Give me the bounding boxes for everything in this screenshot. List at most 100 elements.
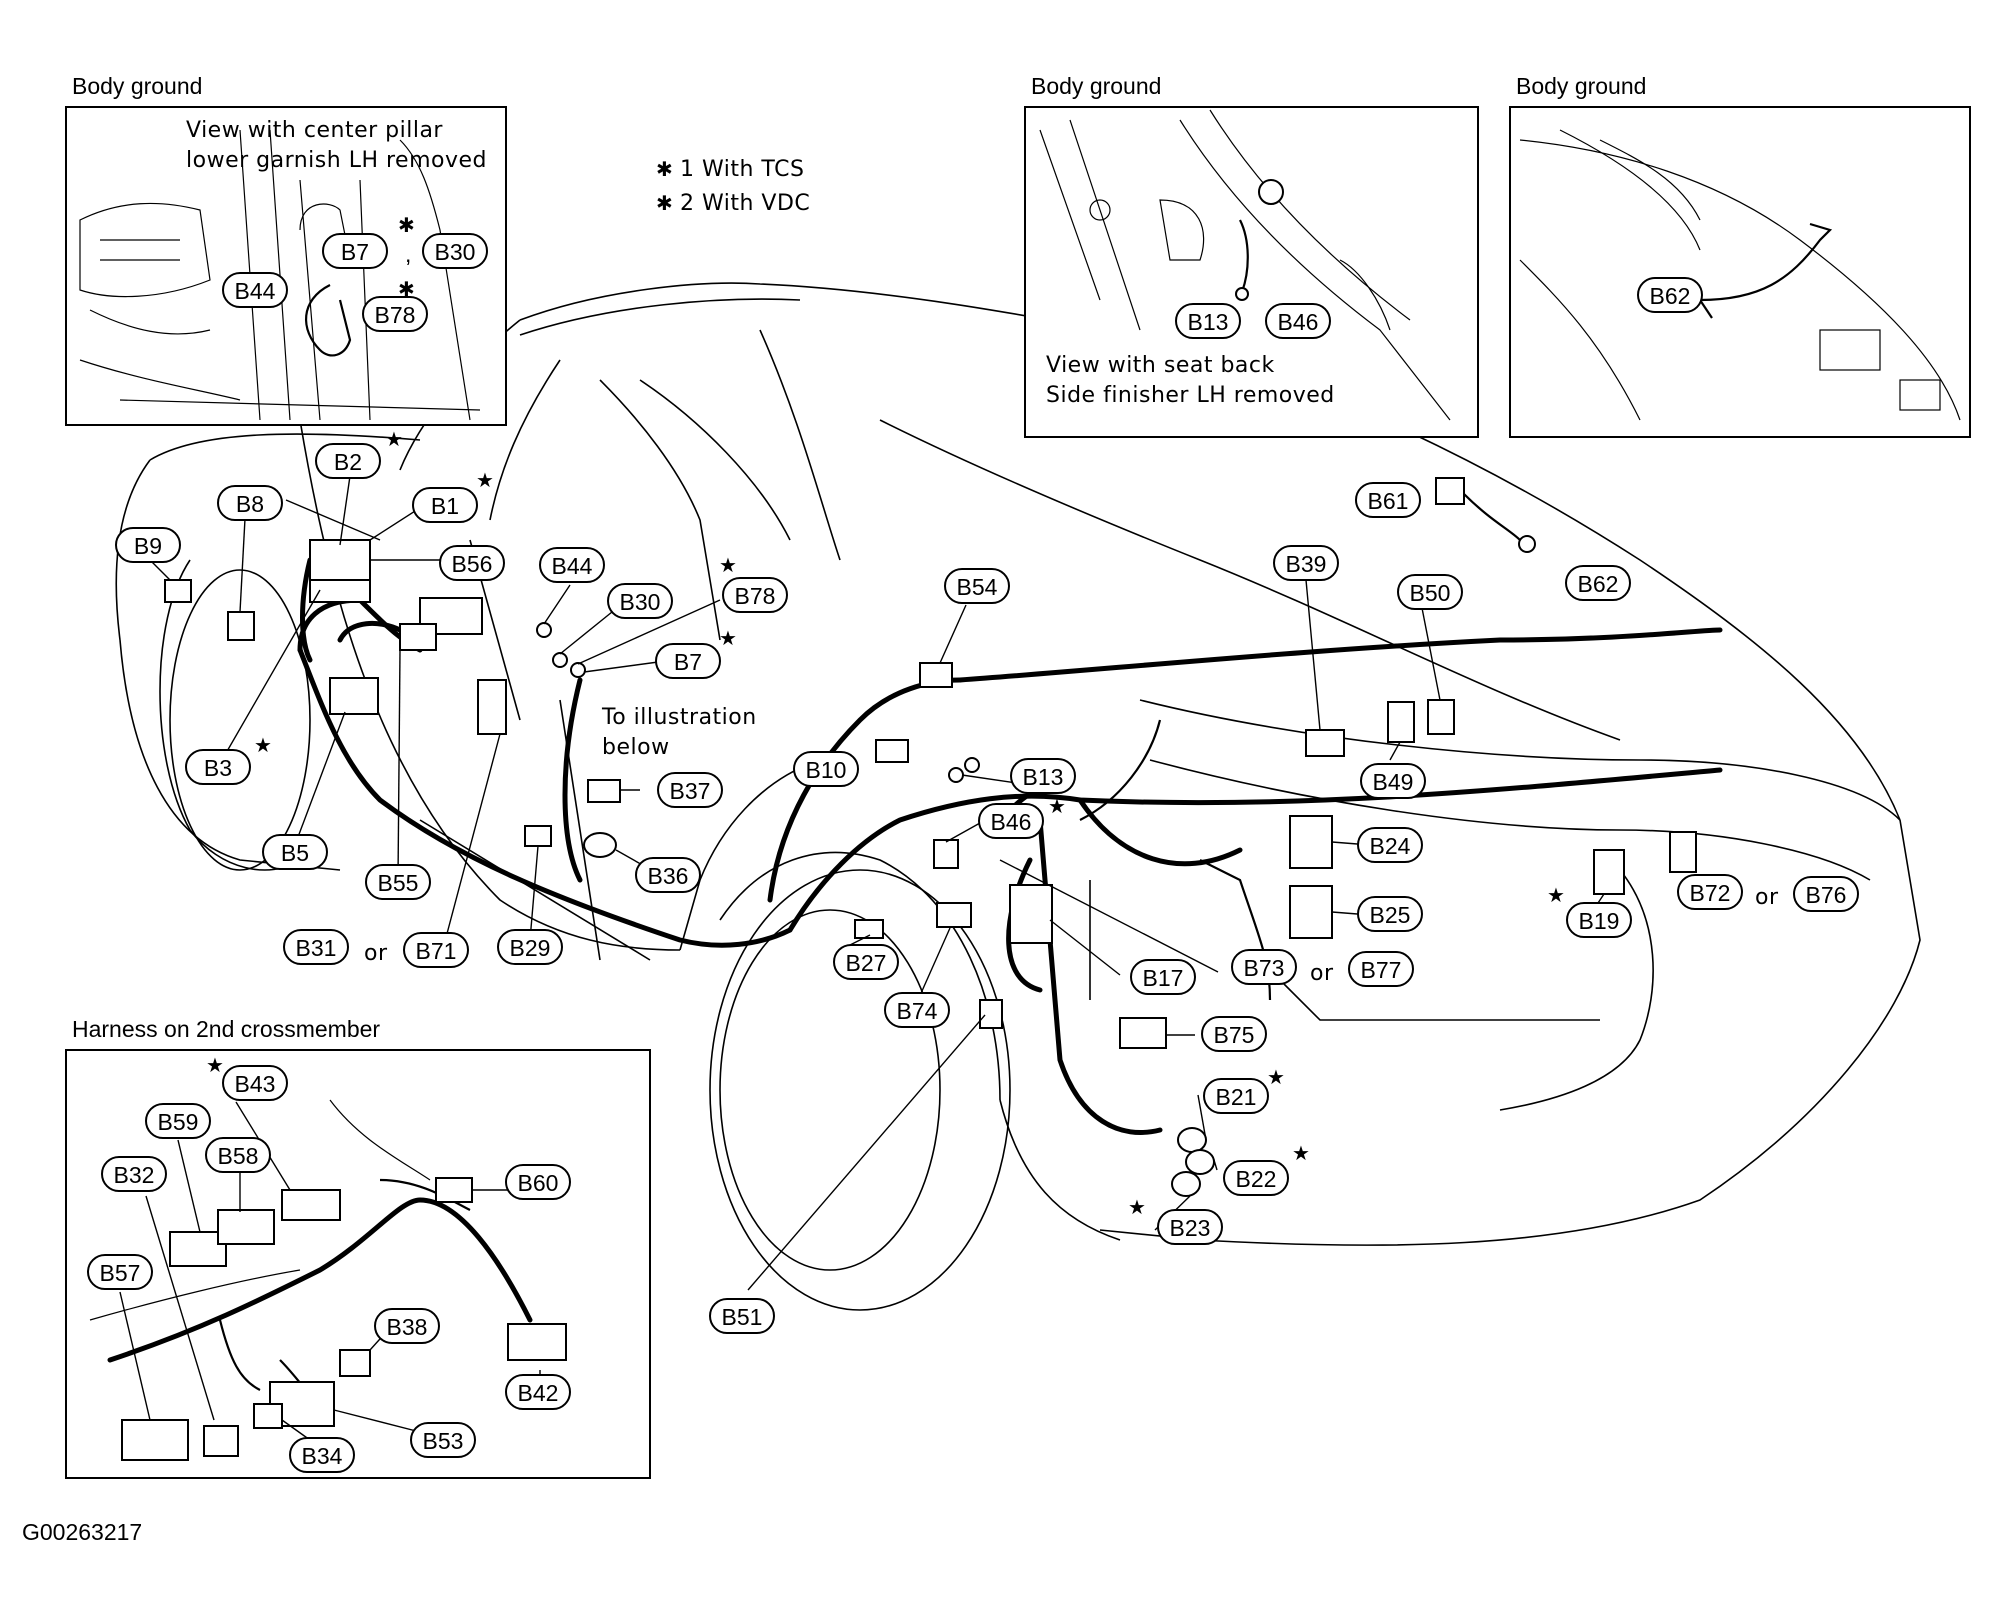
connector-label: B77 [1348, 951, 1414, 987]
connector-label: B58 [205, 1137, 271, 1173]
connector-label: B49 [1360, 763, 1426, 799]
label-pill [1565, 565, 1631, 601]
label-text: B51 [722, 1304, 763, 1330]
label-pill [315, 443, 381, 479]
label-text: B22 [1236, 1166, 1277, 1192]
connector-label: B29 [497, 929, 563, 965]
label-pill [1265, 303, 1331, 339]
inset2-note-line2: Side finisher LH removed [1046, 383, 1335, 408]
label-pill [635, 857, 701, 893]
label-pill [793, 751, 859, 787]
label-pill [884, 992, 950, 1028]
ground-b62 [1518, 535, 1536, 553]
label-pill [145, 1103, 211, 1139]
connector-label: B27 [833, 944, 899, 980]
connector-label: B60 [505, 1164, 571, 1200]
label-text: B50 [1410, 580, 1451, 606]
connector-b9 [164, 579, 192, 603]
label-text: B78 [735, 583, 776, 609]
label-text: B61 [1368, 488, 1409, 514]
figure-id: G00263217 [22, 1519, 142, 1545]
label-pill [1175, 303, 1241, 339]
star-icon: ★ [254, 733, 272, 757]
label-text: B62 [1578, 571, 1619, 597]
connector-label: B38 [374, 1308, 440, 1344]
label-text: B37 [670, 778, 711, 804]
connector-label: B71 [403, 932, 469, 968]
label-text: B43 [235, 1071, 276, 1097]
harness-routes [297, 557, 1723, 1135]
connector-b5 [329, 677, 379, 715]
star-icon: ★ [1292, 1141, 1310, 1165]
label-text: B9 [134, 533, 162, 559]
connector-label: B13 [1010, 758, 1076, 794]
label-text: B77 [1361, 957, 1402, 983]
asterisk-icon: ✱ [398, 213, 415, 237]
connector-label: B30 [607, 583, 673, 619]
or-word: or [364, 941, 388, 966]
inset1-note-line2: lower garnish LH removed [186, 148, 487, 173]
label-text: B2 [334, 449, 362, 475]
label-pill [217, 485, 283, 521]
connector-label: B19 [1566, 902, 1632, 938]
connector-b46 [933, 839, 959, 869]
connector-label: B61 [1355, 482, 1421, 518]
connector-label: B44 [222, 272, 288, 308]
star-icon: ★ [719, 626, 737, 650]
label-pill [978, 803, 1044, 839]
connector-b25 [1289, 885, 1333, 939]
connector-b39 [1305, 729, 1345, 757]
caption-harness-crossmember: Harness on 2nd crossmember [72, 1016, 380, 1042]
label-pill [1223, 1160, 1289, 1196]
connector-b51 [979, 999, 1003, 1029]
inset-rear-body-ground [1509, 106, 1971, 438]
connector-label: B30 [422, 233, 488, 269]
ground-b30 [552, 652, 568, 668]
label-text: B27 [846, 950, 887, 976]
leader-lines [149, 475, 1605, 1291]
connector-shapes [164, 477, 1697, 1197]
or-word: or [1755, 885, 1779, 910]
label-pill [1637, 277, 1703, 313]
connector-b29 [524, 825, 552, 847]
connector-label: B21 [1203, 1078, 1269, 1114]
label-pill [1355, 482, 1421, 518]
connector-label: B23 [1157, 1209, 1223, 1245]
star-icon: ★ [206, 1053, 224, 1077]
connector-label: B76 [1793, 876, 1859, 912]
label-pill [412, 487, 478, 523]
legend-vdc: 2 With VDC [680, 191, 810, 216]
connector-label: B37 [657, 772, 723, 808]
asterisk-icon: ✱ [398, 277, 415, 301]
label-pill [1397, 574, 1463, 610]
connector-b19 [1593, 849, 1625, 895]
connector-label: B53 [410, 1422, 476, 1458]
label-pill [222, 272, 288, 308]
label-pill [1793, 876, 1859, 912]
label-pill [403, 932, 469, 968]
connector-b8 [227, 611, 255, 641]
or-word: or [1310, 961, 1334, 986]
illustration-note-line1: To illustration [601, 705, 757, 730]
label-pill [722, 577, 788, 613]
connector-b56 [309, 539, 371, 581]
label-text: B31 [296, 935, 337, 961]
label-text: B7 [341, 239, 369, 265]
label-pill [410, 1422, 476, 1458]
connector-b27 [854, 919, 884, 939]
connector-label: B74 [884, 992, 950, 1028]
label-text: B39 [1286, 551, 1327, 577]
connector-b37 [587, 779, 621, 803]
label-pill [709, 1298, 775, 1334]
label-text: B56 [452, 551, 493, 577]
label-pill [262, 834, 328, 870]
connector-b36 [583, 832, 617, 858]
connector-label: B22 [1223, 1160, 1289, 1196]
label-pill [833, 944, 899, 980]
label-text: B30 [435, 239, 476, 265]
connector-b10 [875, 739, 909, 763]
star-icon: ★ [1048, 794, 1066, 818]
star-icon: ★ [385, 427, 403, 451]
label-text: B46 [1278, 309, 1319, 335]
caption-body-ground-3: Body ground [1516, 73, 1646, 99]
